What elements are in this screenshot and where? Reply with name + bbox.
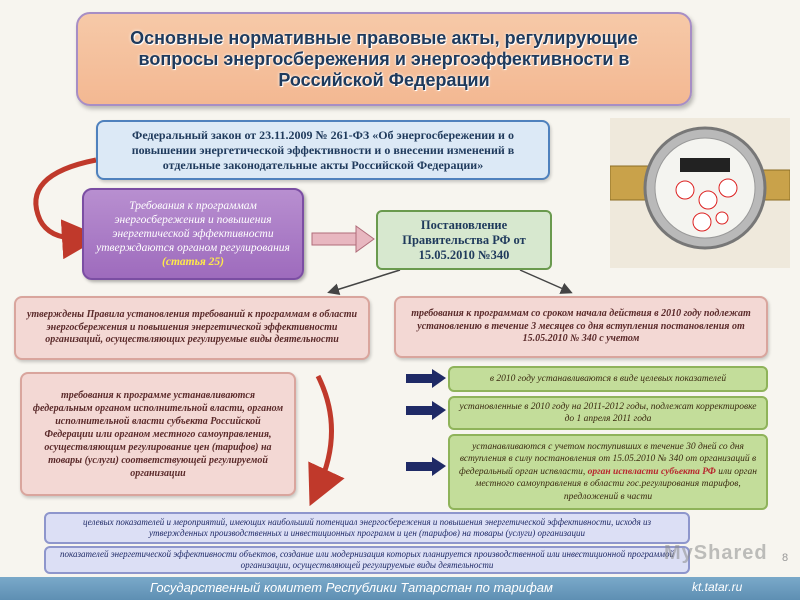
arrow-resolution-to-rules (330, 270, 400, 292)
water-meter-image (610, 118, 790, 268)
green-text-2: установленные в 2010 году на 2011-2012 г… (458, 401, 758, 425)
resolution-box: Постановление Правительства РФ от 15.05.… (376, 210, 552, 270)
green-box-2: установленные в 2010 году на 2011-2012 г… (448, 396, 768, 430)
deadline-text: требования к программам со сроком начала… (404, 308, 758, 346)
deadline-box: требования к программам со сроком начала… (394, 296, 768, 358)
federal-law-box: Федеральный закон от 23.11.2009 № 261-ФЗ… (96, 120, 550, 180)
page-number: 8 (782, 552, 788, 564)
bottom-bar-1: целевых показателей и мероприятий, имеющ… (44, 512, 690, 544)
curve-organ (318, 376, 332, 488)
bottom-text-2: показателей энергетической эффективности… (54, 549, 680, 572)
green-box-3: устанавливаются с учетом поступивших в т… (448, 434, 768, 510)
page-title: Основные нормативные правовые акты, регу… (78, 28, 690, 91)
footer-bar: Государственный комитет Республики Татар… (0, 577, 800, 600)
federal-law-text: Федеральный закон от 23.11.2009 № 261-ФЗ… (106, 128, 540, 173)
green-text-3-highlight: орган испвласти субъекта РФ (588, 467, 716, 477)
rules-box: утверждены Правила установления требован… (14, 296, 370, 360)
resolution-text: Постановление Правительства РФ от 15.05.… (382, 218, 546, 263)
arrow-resolution-to-deadline (520, 270, 570, 292)
footer-organization: Государственный комитет Республики Татар… (150, 580, 553, 595)
footer-website-link[interactable]: kt.tatar.ru (692, 580, 742, 594)
bottom-bar-2: показателей энергетической эффективности… (44, 546, 690, 574)
title-box: Основные нормативные правовые акты, регу… (76, 12, 692, 106)
arrow-to-resolution (312, 226, 374, 252)
watermark: MyShared (664, 542, 768, 565)
requirements-box: Требования к программам энергосбережения… (82, 188, 304, 280)
arrow-green-1 (406, 369, 446, 388)
organ-box: требования к программе устанавливаются ф… (20, 372, 296, 496)
arrow-green-3 (406, 457, 446, 476)
organ-text: требования к программе устанавливаются ф… (30, 389, 286, 480)
green-text-1: в 2010 году устанавливаются в виде целев… (490, 373, 726, 385)
arrow-green-2 (406, 401, 446, 420)
green-box-1: в 2010 году устанавливаются в виде целев… (448, 366, 768, 392)
rules-text: утверждены Правила установления требован… (24, 309, 360, 347)
requirements-article: (статья 25) (162, 256, 224, 268)
requirements-text: Требования к программам энергосбережения… (96, 200, 290, 254)
bottom-text-1: целевых показателей и мероприятий, имеющ… (54, 517, 680, 540)
